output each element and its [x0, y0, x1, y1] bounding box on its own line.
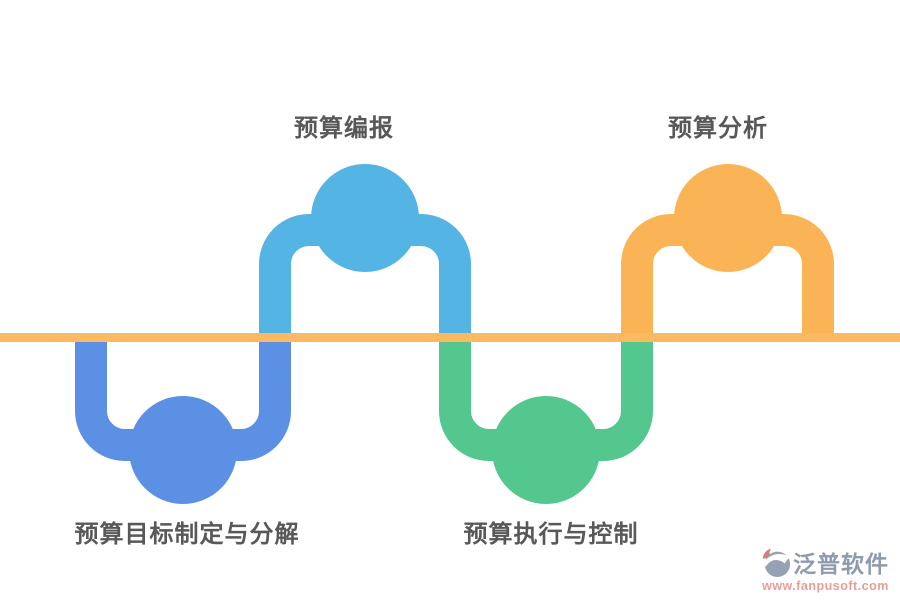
step-label-1: 预算目标制定与分解: [74, 521, 300, 548]
brand-watermark: 泛普软件 www.fanpusoft.com: [762, 545, 889, 593]
brand-url: www.fanpusoft.com: [762, 579, 889, 593]
step-label-3: 预算执行与控制: [463, 521, 639, 548]
step-node-3: [492, 396, 600, 504]
step-label-4: 预算分析: [668, 115, 768, 142]
step-node-1: [129, 396, 237, 504]
step-node-4: [674, 164, 782, 272]
baseline: [0, 333, 900, 342]
fanpu-logo-icon: [762, 548, 791, 577]
step-label-2: 预算编报: [294, 115, 394, 142]
step-node-2: [311, 164, 419, 272]
brand-name: 泛普软件: [793, 551, 889, 577]
